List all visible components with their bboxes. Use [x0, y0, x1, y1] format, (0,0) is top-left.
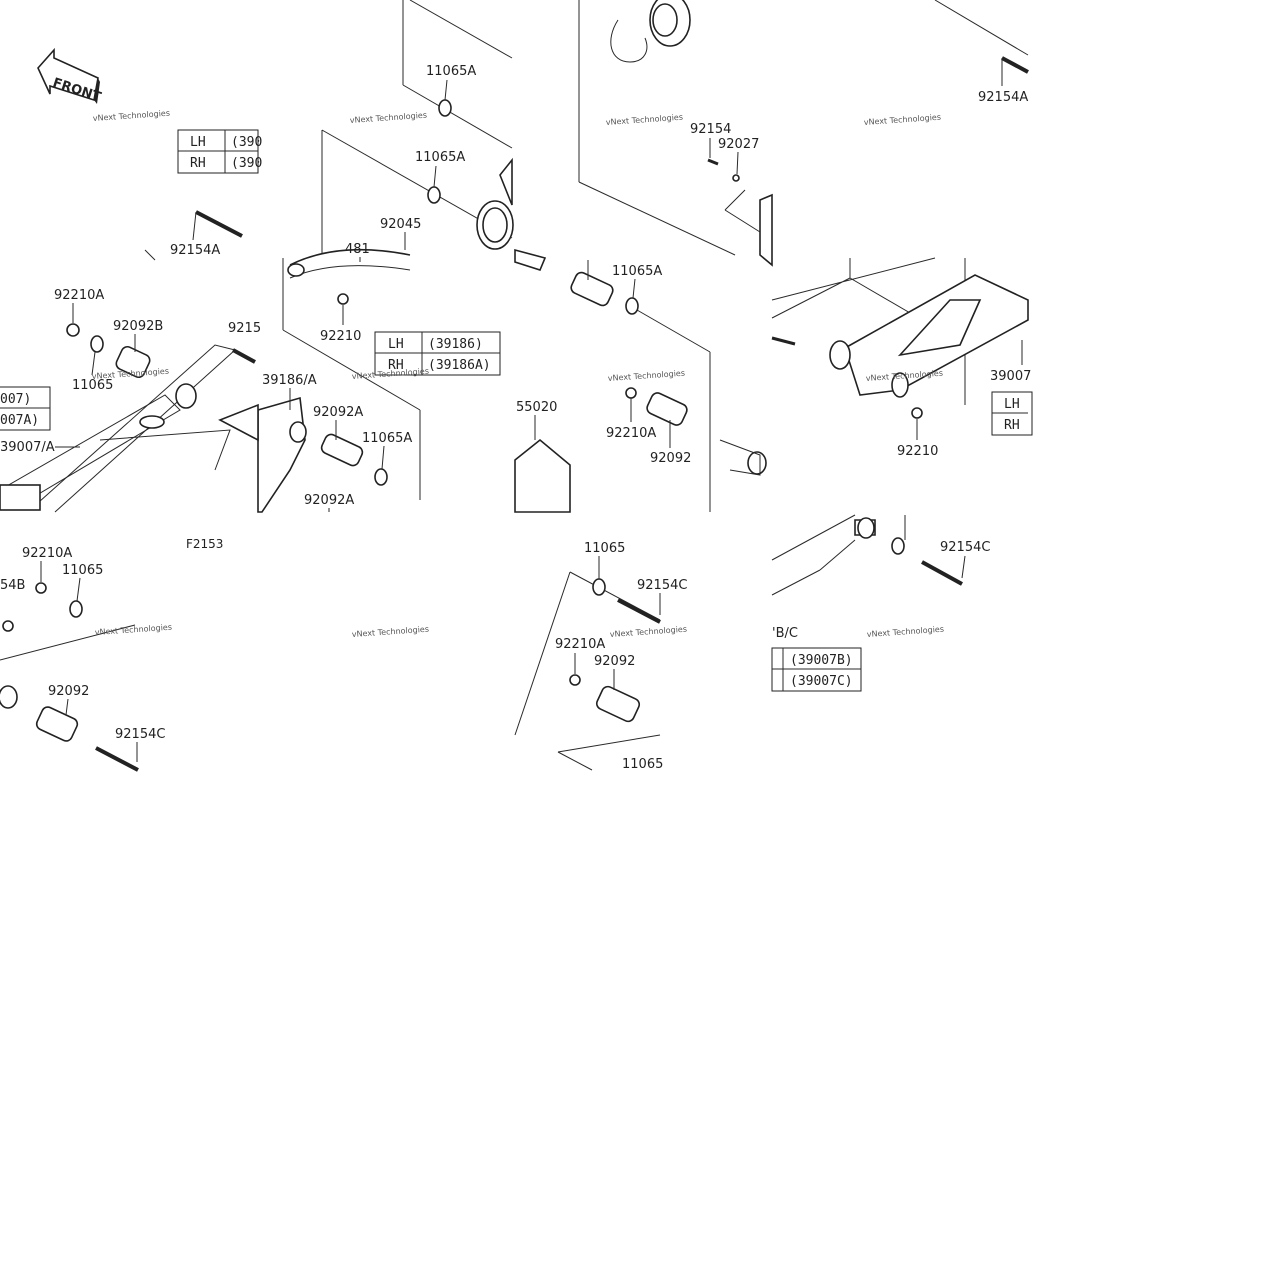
watermark-text: vNext Technologies	[352, 367, 430, 381]
figure-code: F2153	[186, 537, 223, 551]
watermarks: vNext Technologies vNext Technologies vN…	[92, 109, 945, 639]
label-92154A: 92154A	[978, 90, 1028, 105]
label-92027: 92027	[718, 137, 759, 152]
bolt-parts	[95, 56, 1029, 772]
table-cell: 007)	[0, 392, 31, 407]
label-92154-cut: 9215	[228, 321, 261, 336]
table-cell: LH	[190, 135, 206, 150]
front-arrow-icon: FRONT	[37, 47, 103, 105]
table-cell: LH	[388, 337, 404, 352]
table-cell: RH	[190, 156, 206, 171]
watermark-text: vNext Technologies	[92, 367, 170, 381]
watermark-text: vNext Technologies	[95, 623, 173, 637]
lower-a-arm-left	[0, 249, 237, 513]
table-cell: (39007B)	[790, 653, 853, 668]
label-92210: 92210	[897, 444, 938, 459]
label-92210A: 92210A	[606, 426, 656, 441]
skid-plate-part	[514, 438, 571, 513]
label-92092: 92092	[594, 654, 635, 669]
variant-table-right: LH RH	[991, 391, 1033, 436]
watermark-text: vNext Technologies	[93, 109, 171, 123]
label-55020: 55020	[516, 400, 557, 415]
watermark-text: vNext Technologies	[610, 625, 688, 639]
label-92154: 92154	[690, 122, 731, 137]
watermark-text: vNext Technologies	[606, 113, 684, 127]
leader-lines	[40, 58, 1023, 762]
label-92210A: 92210A	[555, 637, 605, 652]
label-92092A: 92092A	[313, 405, 363, 420]
label-11065: 11065	[72, 378, 113, 393]
label-92154C: 92154C	[115, 727, 165, 742]
label-92092: 92092	[48, 684, 89, 699]
bushing-parts	[0, 271, 767, 742]
label-BC-cut: 'B/C	[772, 626, 798, 641]
structure-lines	[0, 0, 1029, 771]
label-92092B: 92092B	[113, 319, 163, 334]
label-11065A: 11065A	[612, 264, 662, 279]
table-cell: (39186)	[428, 337, 483, 352]
label-11065: 11065	[62, 563, 103, 578]
watermark-text: vNext Technologies	[864, 113, 942, 127]
table-cell: 007A)	[0, 413, 39, 428]
variant-table-mid: LH (39186) RH (39186A)	[374, 331, 501, 376]
table-cell: (390	[231, 156, 262, 171]
bearing-part	[610, 0, 691, 63]
label-92210A: 92210A	[54, 288, 104, 303]
watermark-text: vNext Technologies	[867, 625, 945, 639]
label-11065A: 11065A	[362, 431, 412, 446]
table-cell: LH	[1004, 397, 1020, 412]
table-cell: (390	[231, 135, 262, 150]
part-labels: 11065A 11065A 11065A 11065A 92045 481 92…	[0, 64, 1031, 772]
label-481: 481	[345, 242, 370, 257]
lower-a-arm-right	[724, 189, 1029, 539]
table-cell: RH	[1004, 418, 1020, 433]
knuckle-part	[218, 396, 307, 513]
label-92210: 92210	[320, 329, 361, 344]
label-92210A: 92210A	[22, 546, 72, 561]
label-11065: 11065	[584, 541, 625, 556]
upper-arm-center	[287, 157, 547, 279]
label-39007A: 39007/A	[0, 440, 55, 455]
table-cell: (39186A)	[428, 358, 491, 373]
watermark-text: vNext Technologies	[352, 625, 430, 639]
label-54B-cut: 54B	[0, 578, 25, 593]
label-92092: 92092	[650, 451, 691, 466]
variant-table-left-cut: 007) 007A)	[0, 386, 51, 431]
label-92092A: 92092A	[304, 493, 354, 508]
label-11065A: 11065A	[426, 64, 476, 79]
table-cell: (39007C)	[790, 674, 853, 689]
label-92154C: 92154C	[637, 578, 687, 593]
watermark-text: vNext Technologies	[350, 111, 428, 125]
label-39186A: 39186/A	[262, 373, 317, 388]
nut-parts	[2, 174, 923, 686]
table-cell: RH	[388, 358, 404, 373]
watermark-text: vNext Technologies	[608, 369, 686, 383]
label-11065: 11065	[622, 757, 663, 772]
label-39007: 39007	[990, 369, 1031, 384]
variant-table-top-left: LH (390 RH (390	[177, 129, 262, 174]
label-92045: 92045	[380, 217, 421, 232]
label-11065A: 11065A	[415, 150, 465, 165]
label-92154C: 92154C	[940, 540, 990, 555]
variant-table-bottom-right: (39007B) (39007C)	[771, 647, 862, 692]
label-92154A: 92154A	[170, 243, 220, 258]
